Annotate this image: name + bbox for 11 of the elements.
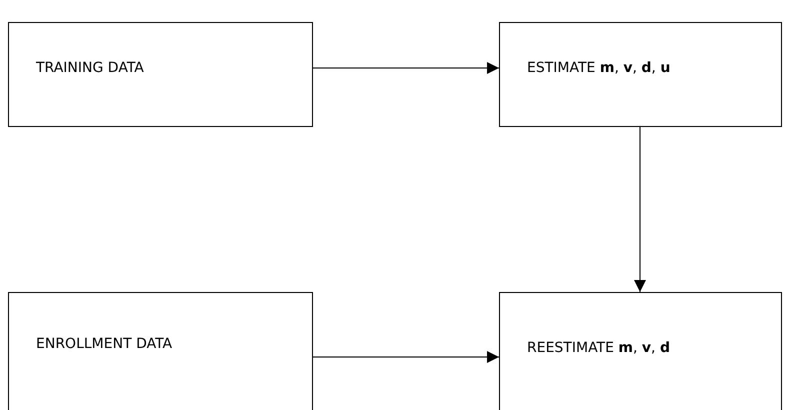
arrow [312, 62, 500, 74]
process-box [499, 292, 782, 410]
process-box [499, 22, 782, 127]
box-label: REESTIMATE m, v, d [527, 340, 670, 356]
box-label: TRAINING DATA [36, 60, 144, 76]
process-box [8, 22, 313, 127]
arrow [634, 126, 646, 292]
box-label: ENROLLMENT DATA [36, 336, 172, 352]
process-box [8, 292, 313, 410]
box-label: ESTIMATE m, v, d, u [527, 60, 670, 76]
arrow [312, 351, 500, 363]
